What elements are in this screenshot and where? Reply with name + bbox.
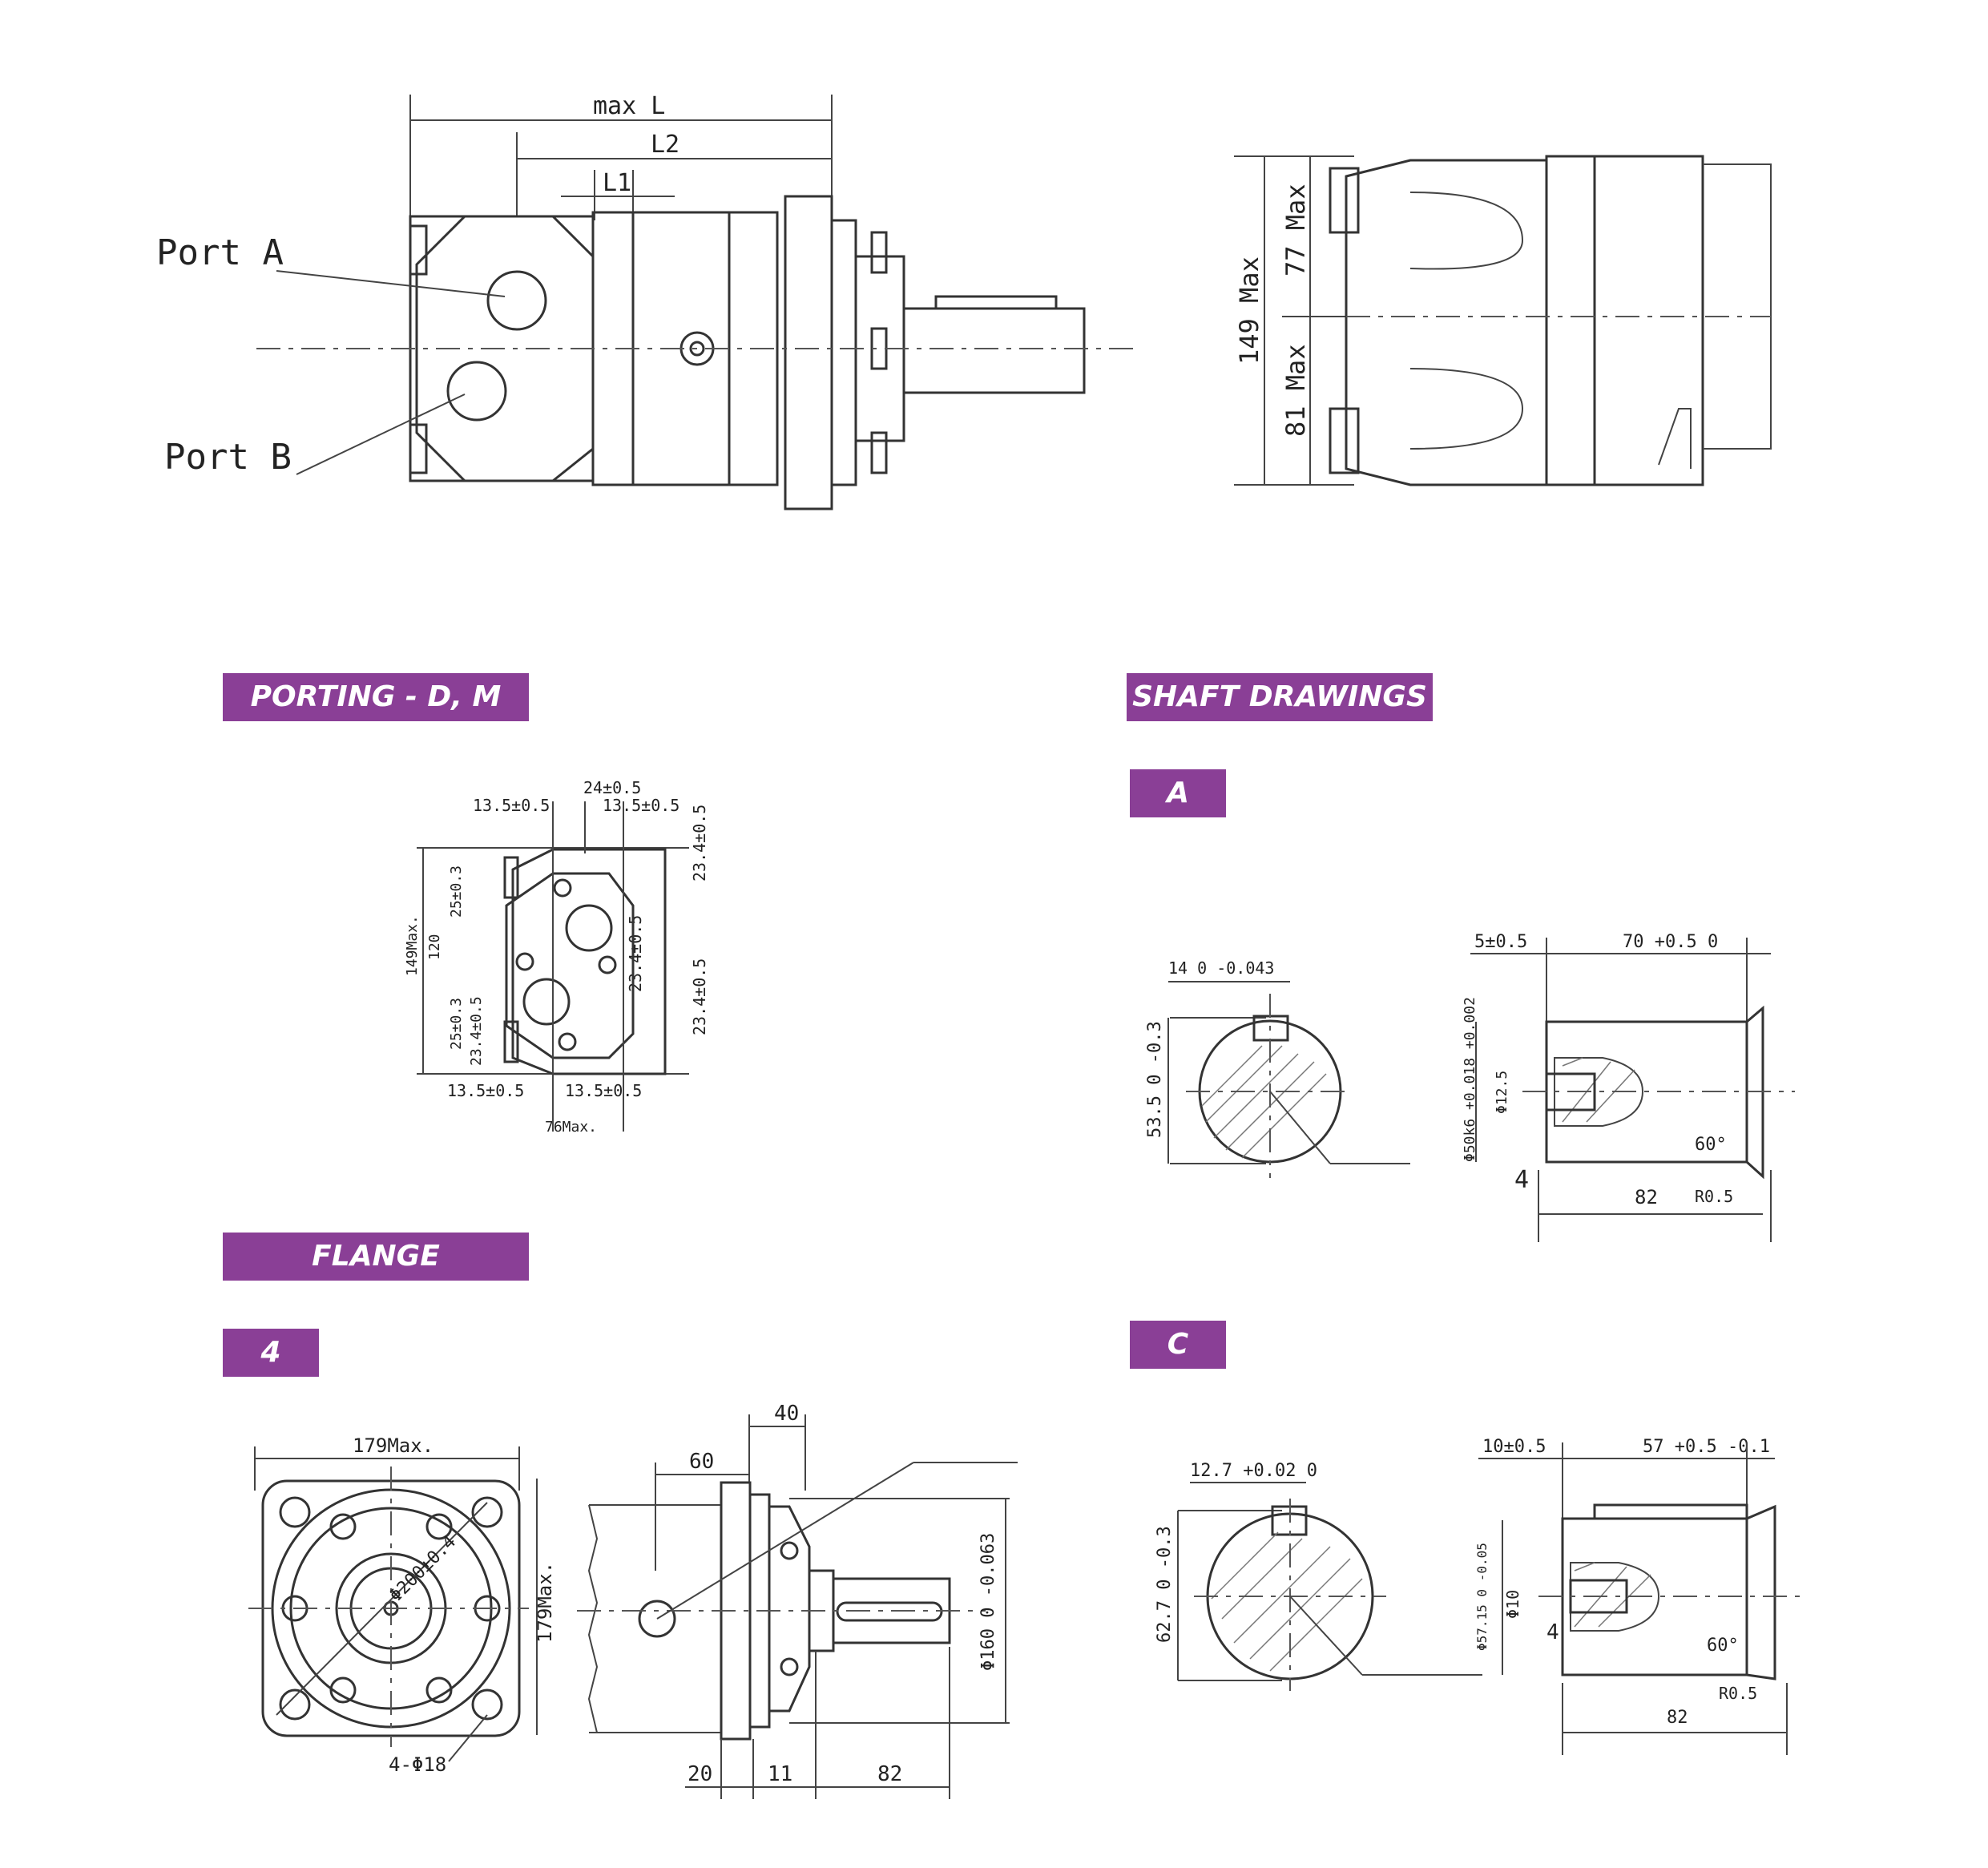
porting-25b-label: 25±0.3 [448, 998, 465, 1050]
shaft-c-dia-label: 62.7 0 -0.3 [1155, 1526, 1175, 1643]
porting-section-title: PORTING - D, M [223, 673, 529, 721]
flange-holes-label: 4-Φ18 [389, 1753, 446, 1776]
shaft-c-60-label: 60° [1707, 1636, 1739, 1656]
shaft-c-label: C [1130, 1321, 1226, 1369]
motor-end-view: 149 Max 77 Max 81 Max [1234, 155, 1772, 486]
porting-234a-label: 23.4±0.5 [690, 805, 709, 882]
shaft-a-label: A [1130, 769, 1226, 817]
flange-40-label: 40 [774, 1402, 799, 1426]
shaft-a-82-label: 82 [1635, 1186, 1658, 1208]
shaft-a-drawing: 14 0 -0.043 53.5 0 -0.3 5±0.5 70 +0.5 0 … [1145, 932, 1795, 1242]
flange-160-label: Φ160 0 -0.063 [978, 1533, 998, 1671]
shaft-c-4-label: 4 [1546, 1620, 1559, 1644]
porting-24-label: 24±0.5 [583, 778, 641, 797]
flange-4-label: 4 [223, 1329, 319, 1377]
porting-135c-label: 13.5±0.5 [447, 1081, 524, 1100]
shaft-a-4-label: 4 [1514, 1166, 1529, 1194]
porting-135d-label: 13.5±0.5 [565, 1081, 642, 1100]
shaft-a-key-label: 14 0 -0.043 [1168, 958, 1274, 978]
shaft-a-12-label: Φ12.5 [1494, 1071, 1510, 1114]
flange-4-front-view: 179Max. 179Max. Φ200±0.4 4-Φ18 [248, 1434, 556, 1776]
shaft-a-5-label: 5±0.5 [1474, 932, 1527, 952]
max-l-label: max L [593, 92, 665, 120]
l2-label: L2 [651, 131, 679, 159]
porting-76-label: 76Max. [545, 1119, 597, 1136]
porting-25a-label: 25±0.3 [448, 865, 465, 918]
shaft-c-82-label: 82 [1667, 1708, 1688, 1728]
flange-82-label: 82 [877, 1762, 902, 1786]
flange-drawings-section-title: FLANGE DRAWINGS [223, 1233, 529, 1321]
shaft-c-57-label: 57 +0.5 -0.1 [1643, 1437, 1770, 1457]
porting-120-label: 120 [426, 934, 443, 960]
max-149-label: 149 Max [1234, 256, 1264, 365]
shaft-drawings-section-title: SHAFT DRAWINGS [1127, 673, 1433, 721]
flange-179a-label: 179Max. [353, 1434, 433, 1457]
shaft-a-60-label: 60° [1695, 1135, 1727, 1155]
shaft-a-50-label: Φ50k6 +0.018 +0.002 [1462, 997, 1478, 1162]
flange-60-label: 60 [689, 1450, 714, 1474]
motor-side-view: max L L2 L1 Port A Port B [156, 92, 1138, 510]
porting-234d-label: 23.4±0.5 [690, 958, 709, 1035]
porting-135a-label: 13.5±0.5 [473, 796, 550, 815]
flange-4-side-view: 40 60 Φ160 0 -0.063 20 11 82 [577, 1402, 1018, 1799]
porting-234b-label: 23.4±0.5 [626, 915, 645, 992]
porting-135b-label: 13.5±0.5 [603, 796, 679, 815]
shaft-c-key-label: 12.7 +0.02 0 [1190, 1461, 1317, 1481]
flange-11-label: 11 [768, 1762, 792, 1786]
shaft-c-r05-label: R0.5 [1719, 1684, 1757, 1703]
shaft-c-phi10-label: Φ10 [1503, 1590, 1522, 1619]
l1-label: L1 [603, 169, 631, 197]
max-77-label: 77 Max [1280, 184, 1311, 276]
porting-234c-label: 23.4±0.5 [468, 996, 485, 1066]
shaft-a-70-label: 70 +0.5 0 [1623, 932, 1718, 952]
shaft-a-r05-label: R0.5 [1695, 1187, 1733, 1206]
port-b-label: Port B [164, 437, 292, 478]
porting-drawing: 24±0.5 13.5±0.5 13.5±0.5 23.4±0.5 149Max… [404, 778, 709, 1136]
porting-149-label: 149Max. [404, 915, 421, 976]
max-81-label: 81 Max [1280, 344, 1311, 437]
shaft-c-drawing: 12.7 +0.02 0 62.7 0 -0.3 10±0.5 57 +0.5 … [1155, 1437, 1803, 1755]
flange-20-label: 20 [688, 1762, 712, 1786]
shaft-a-dia-label: 53.5 0 -0.3 [1145, 1021, 1165, 1138]
port-a-label: Port A [156, 232, 284, 273]
shaft-c-10-label: 10±0.5 [1482, 1437, 1546, 1457]
shaft-c-5715-label: Φ57.15 0 -0.05 [1474, 1543, 1490, 1651]
